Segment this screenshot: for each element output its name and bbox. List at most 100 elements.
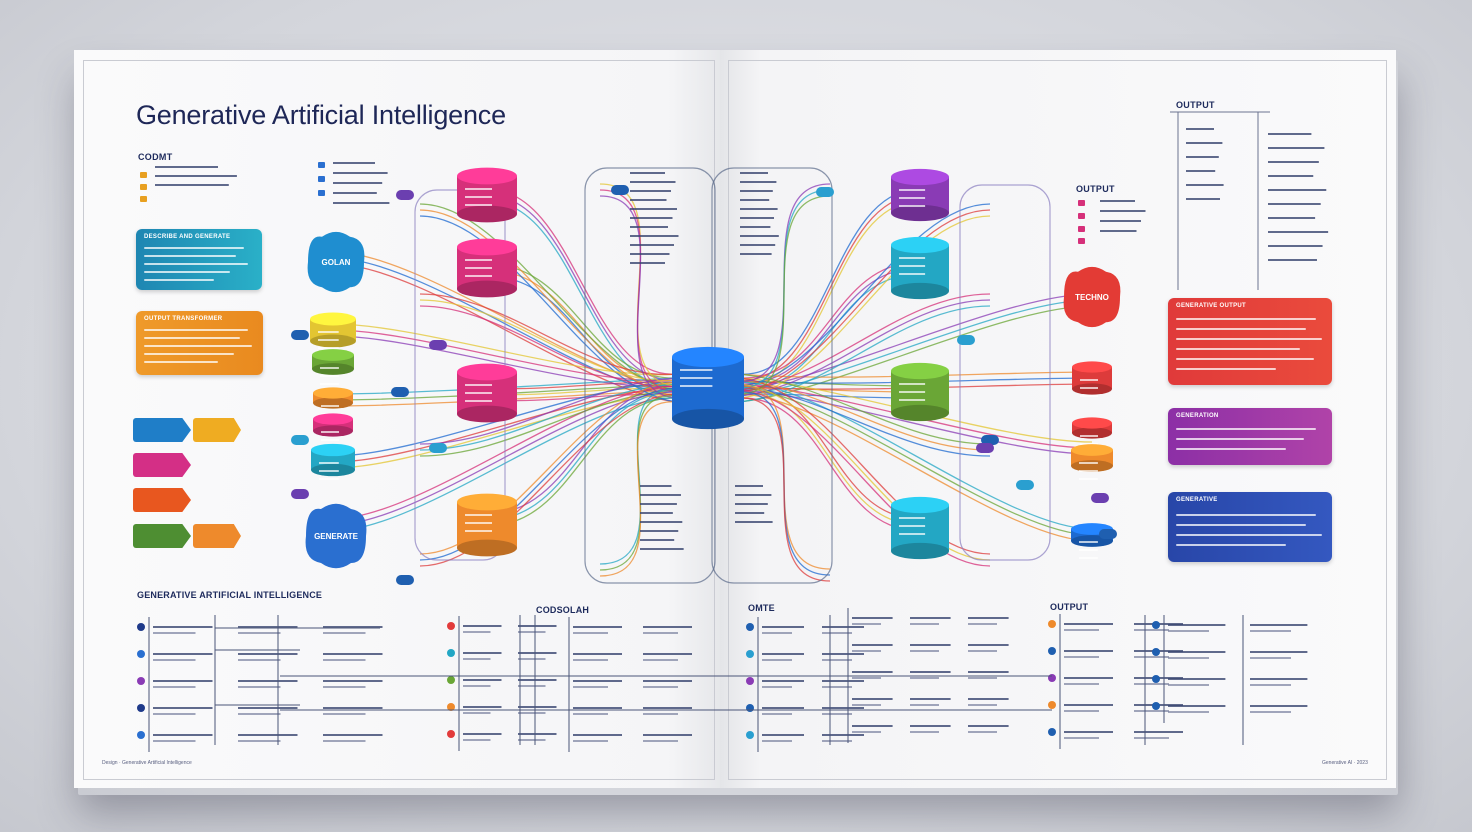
bottom-right-table-2-cell bbox=[910, 671, 951, 673]
bottom-left-table-cell bbox=[153, 680, 213, 682]
output-top-right-text bbox=[1268, 147, 1325, 149]
bottom-center-table-2-cell bbox=[573, 659, 608, 661]
bottom-right-table-2-cell bbox=[910, 617, 951, 619]
doc-icon bbox=[318, 176, 325, 182]
bottom-left-section-title: GENERATIVE ARTIFICIAL INTELLIGENCE bbox=[137, 590, 323, 600]
bottom-far-right-table-cell bbox=[1064, 731, 1113, 733]
output-top-right-text bbox=[1268, 231, 1329, 233]
center-hub-cylinder bbox=[672, 357, 744, 419]
bottom-far-right-table-cell bbox=[1064, 704, 1113, 706]
cylinder-orange-text bbox=[465, 522, 492, 524]
bottom-center-table-2-cell bbox=[573, 713, 608, 715]
generative-heading: GENERATIVE bbox=[1176, 497, 1218, 503]
bottom-center-table-cell bbox=[463, 685, 491, 687]
bottom-left-table-bullet-icon bbox=[137, 650, 145, 658]
cylinder-magenta-2-text bbox=[465, 267, 492, 269]
lower-center-left-text bbox=[640, 521, 683, 523]
bottom-center-table-cell bbox=[463, 679, 502, 681]
output-top-label: OUTPUT bbox=[1176, 100, 1215, 110]
bottom-far-right-table-cell bbox=[1134, 683, 1169, 685]
bottom-far-right-table-2-cell bbox=[1168, 651, 1226, 653]
small-cylinder-cyan-text bbox=[319, 478, 339, 480]
connector-node bbox=[957, 335, 975, 345]
cylinder-magenta-3-top bbox=[457, 363, 517, 381]
connector-line bbox=[419, 387, 679, 561]
bottom-right-table-bullet-icon bbox=[746, 704, 754, 712]
bottom-far-right-table-2-cell bbox=[1168, 624, 1226, 626]
bottom-right-table-2-cell bbox=[852, 650, 881, 652]
top-left-text bbox=[333, 202, 390, 204]
bottom-far-right-table-cell bbox=[1134, 710, 1169, 712]
bottom-far-right-table-2-cell bbox=[1250, 711, 1291, 713]
cloud-node-right bbox=[1063, 266, 1121, 328]
center-hub-cylinder-text bbox=[680, 385, 713, 387]
bottom-far-right-table-2-cell bbox=[1168, 711, 1209, 713]
bottom-right-table-cell bbox=[762, 686, 792, 688]
bottom-far-right-table-bullet-icon bbox=[1048, 701, 1056, 709]
connector-node bbox=[291, 435, 309, 445]
arrow-tag-green bbox=[133, 524, 191, 548]
doc-icon bbox=[1078, 213, 1085, 219]
bottom-right-table-bullet-icon bbox=[746, 650, 754, 658]
bottom-right-table-2-cell bbox=[968, 617, 1009, 619]
cylinder-magenta-3-base bbox=[457, 405, 517, 423]
bottom-far-right-table-2-cell bbox=[1168, 630, 1209, 632]
cylinder-cyan-2-text bbox=[899, 517, 926, 519]
bottom-center-table-2-cell bbox=[573, 740, 608, 742]
bottom-center-table-cell bbox=[463, 706, 502, 708]
bottom-right-table-2-cell bbox=[852, 644, 893, 646]
cylinder-magenta-1-text bbox=[465, 196, 492, 198]
arrow-tag-orange-2 bbox=[193, 524, 241, 548]
connector-node bbox=[1016, 480, 1034, 490]
bottom-far-right-table-2-cell bbox=[1250, 624, 1308, 626]
bottom-center-table-cell bbox=[463, 658, 491, 660]
bottom-left-table-cell bbox=[238, 626, 298, 628]
bottom-center-table-cell bbox=[463, 739, 491, 741]
bottom-center-section-title: CODSOLAH bbox=[536, 605, 590, 615]
lower-center-right-text bbox=[735, 503, 768, 505]
cloud-node-bottom-label: GENERATE bbox=[314, 532, 359, 541]
generation-heading: GENERATION bbox=[1176, 413, 1219, 419]
cylinder-orange-top bbox=[457, 493, 517, 511]
bottom-right-table-bullet-icon bbox=[746, 677, 754, 685]
small-cylinder-orange-2-top bbox=[1071, 444, 1113, 456]
small-cylinder-orange-2-text bbox=[1079, 470, 1098, 472]
connector-line bbox=[486, 397, 679, 527]
bottom-far-right-table-2-cell bbox=[1250, 630, 1291, 632]
center-hub-cylinder-text bbox=[680, 377, 713, 379]
cylinder-orange-base bbox=[457, 539, 517, 557]
bottom-left-table-bullet-icon bbox=[137, 623, 145, 631]
center-left-text bbox=[630, 226, 668, 228]
center-left-text bbox=[630, 199, 667, 201]
connector-line bbox=[737, 293, 991, 391]
lower-center-left-text bbox=[640, 530, 679, 532]
bottom-right-table-cell bbox=[762, 713, 792, 715]
bottom-left-table-cell bbox=[238, 680, 298, 682]
bottom-right-table-2-cell bbox=[852, 623, 881, 625]
bottom-right-table-2-cell bbox=[968, 731, 997, 733]
small-cylinder-cyan-text bbox=[319, 462, 339, 464]
bottom-left-table-cell bbox=[238, 659, 281, 661]
bottom-far-right-table-cell bbox=[1064, 710, 1099, 712]
bottom-right-table-2-cell bbox=[852, 704, 881, 706]
bottom-center-table-cell bbox=[518, 685, 546, 687]
cylinder-green-base bbox=[891, 404, 949, 422]
bottom-right-label-b: OUTPUT bbox=[1050, 602, 1089, 612]
lower-center-left-text bbox=[640, 548, 684, 550]
small-cylinder-magenta-top bbox=[313, 413, 353, 425]
connector-line bbox=[419, 389, 679, 457]
folder-icon bbox=[140, 196, 147, 202]
cylinder-magenta-1-text bbox=[465, 188, 492, 190]
connector-line bbox=[737, 377, 991, 555]
center-right-text bbox=[740, 190, 773, 192]
bottom-center-table-cell bbox=[518, 652, 557, 654]
bottom-right-table-2-cell bbox=[910, 725, 951, 727]
connector-node bbox=[396, 575, 414, 585]
output-mid-text bbox=[1100, 200, 1135, 202]
connector-line bbox=[599, 401, 679, 577]
bottom-center-table-cell bbox=[518, 658, 546, 660]
bottom-left-table-cell bbox=[238, 632, 281, 634]
output-top-right-text bbox=[1268, 161, 1319, 163]
bottom-right-table-2-cell bbox=[852, 671, 893, 673]
